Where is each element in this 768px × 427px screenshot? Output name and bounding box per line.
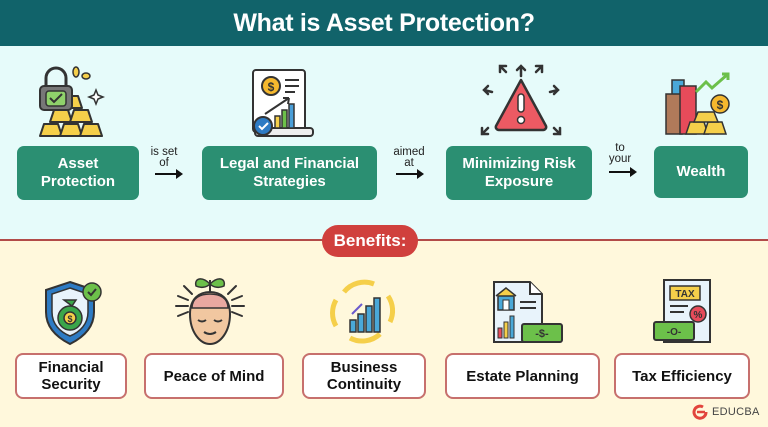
benefit-peace-of-mind: Peace of Mind [144,353,284,399]
arrow-icon [396,169,424,179]
svg-text:TAX: TAX [675,289,695,300]
benefit-business-continuity: Business Continuity [302,353,426,399]
benefits-heading: Benefits: [322,225,418,257]
node-minimizing-risk-exposure: Minimizing Risk Exposure [446,146,592,200]
header-banner: What is Asset Protection? [0,0,768,46]
node-wealth: Wealth [654,146,748,198]
page-title: What is Asset Protection? [233,8,535,37]
svg-text:$: $ [67,314,72,324]
gold-bars-lock-icon [39,66,106,137]
educba-logo: EDUCBA [692,404,760,420]
arrow-icon [609,167,637,177]
benefit-financial-security: Financial Security [15,353,127,399]
cycle-chart-icon [330,279,396,344]
benefit-estate-planning: Estate Planning [445,353,600,399]
svg-text:-$-: -$- [535,328,549,340]
tax-document-icon: TAX % -O- [653,279,711,343]
connector-label-2: aimed at [393,146,425,169]
educba-logo-icon [692,404,708,420]
arrow-icon [155,169,183,179]
svg-text:-O-: -O- [667,327,681,338]
wealth-buildings-icon: $ [665,72,730,135]
connector-label-3: to your [608,142,632,165]
benefit-tax-efficiency: Tax Efficiency [614,353,750,399]
definition-section [0,46,768,240]
financial-document-icon: $ [252,69,314,137]
warning-triangle-icon [480,64,562,136]
connector-label-1: is set of [150,146,178,169]
node-asset-protection: Asset Protection [17,146,139,200]
svg-text:%: % [694,310,703,321]
node-legal-financial-strategies: Legal and Financial Strategies [202,146,377,200]
shield-money-bag-icon: $ [45,280,102,346]
svg-text:$: $ [717,98,724,112]
svg-text:$: $ [268,80,275,94]
calm-head-plant-icon [175,278,245,346]
house-document-cash-icon: -$- [493,281,563,343]
